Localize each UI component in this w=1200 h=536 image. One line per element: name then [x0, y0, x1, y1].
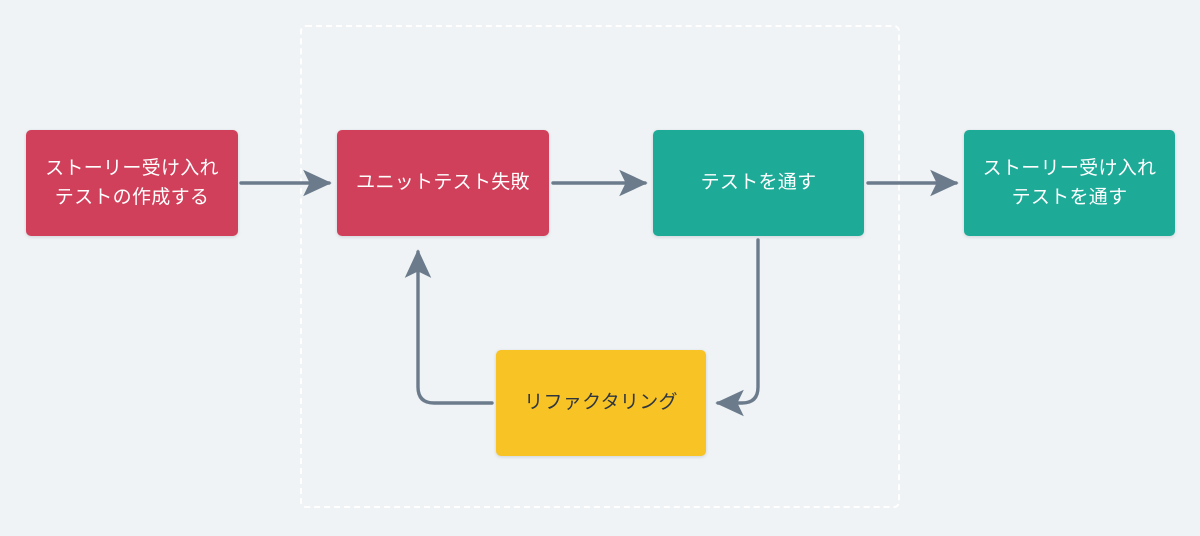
node-unit-test-fail[interactable]: ユニットテスト失敗 — [337, 130, 549, 236]
node-refactoring-label: リファクタリング — [524, 392, 678, 414]
node-story-test-create[interactable]: ストーリー受け入れ テストの作成する — [26, 130, 238, 236]
node-unit-test-fail-label: ユニットテスト失敗 — [356, 172, 530, 194]
unit-test-cycle-group — [300, 25, 900, 508]
node-pass-test-label: テストを通す — [700, 172, 817, 194]
node-refactoring[interactable]: リファクタリング — [496, 350, 706, 456]
node-story-test-pass[interactable]: ストーリー受け入れ テストを通す — [964, 130, 1175, 236]
node-pass-test[interactable]: テストを通す — [653, 130, 864, 236]
node-story-test-create-label: ストーリー受け入れ テストの作成する — [45, 157, 219, 208]
node-story-test-pass-label: ストーリー受け入れ テストを通す — [982, 157, 1157, 208]
